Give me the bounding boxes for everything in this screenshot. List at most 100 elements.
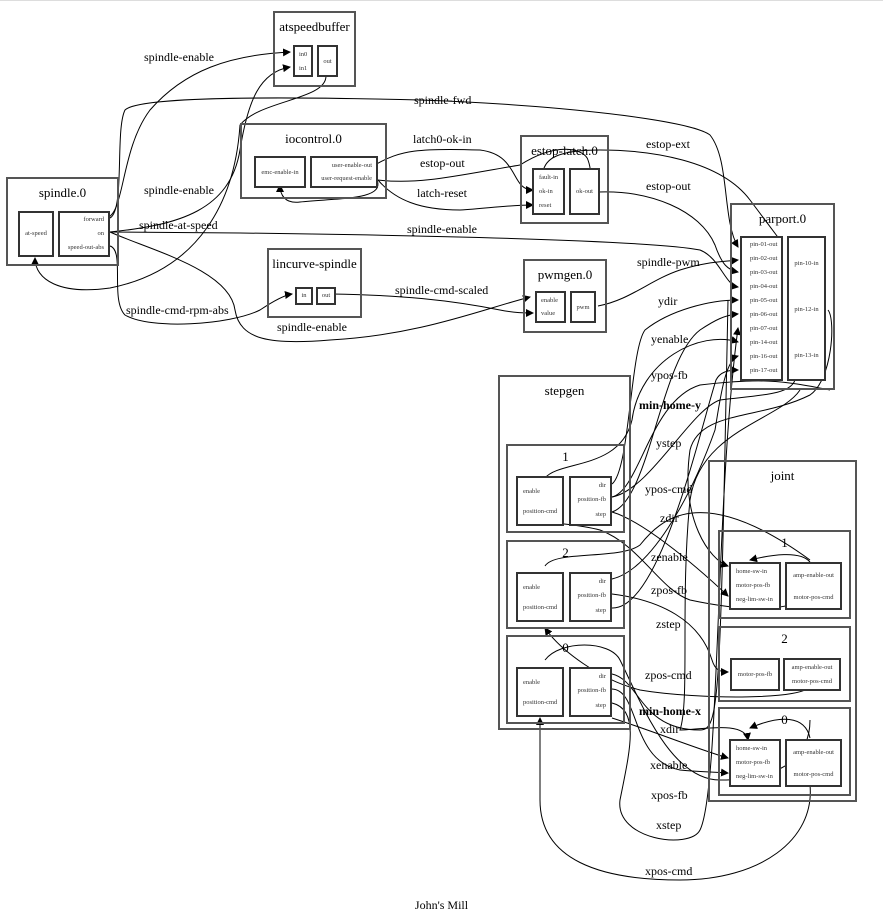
- inputs-node: emc-enable-in: [254, 156, 306, 188]
- pin-02-out[interactable]: pin-02-out: [750, 255, 778, 262]
- pin-06-out[interactable]: pin-06-out: [750, 311, 778, 318]
- pin-motor-pos-cmd[interactable]: motor-pos-cmd: [793, 771, 834, 778]
- edge-spindle-enable-pwm: [109, 231, 531, 343]
- pin-14-out[interactable]: pin-14-out: [750, 339, 778, 346]
- inputs-node: fault-in ok-in reset: [532, 168, 565, 215]
- pin-motor-pos-fb[interactable]: motor-pos-fb: [736, 759, 771, 766]
- inputs-node: in: [295, 287, 313, 305]
- pin-home-sw-in[interactable]: home-sw-in: [736, 568, 768, 575]
- pin-in[interactable]: in: [301, 292, 307, 299]
- pin-home-sw-in[interactable]: home-sw-in: [736, 745, 768, 752]
- pin-03-out[interactable]: pin-03-out: [750, 269, 778, 276]
- signal-label: xdir: [660, 722, 680, 736]
- component-estop-latch: estop-latch.0 fault-in ok-in reset ok-ou…: [520, 135, 609, 224]
- pin-emc-enable-in[interactable]: emc-enable-in: [261, 169, 299, 176]
- pin-pwm[interactable]: pwm: [576, 304, 590, 311]
- signal-label: ypos-cmd: [645, 482, 693, 496]
- outputs-node: user-enable-out user-request-enable: [310, 156, 378, 188]
- pin-motor-pos-fb[interactable]: motor-pos-fb: [736, 582, 771, 589]
- signal-label: xpos-fb: [651, 788, 688, 802]
- pin-amp-enable-out[interactable]: amp-enable-out: [793, 572, 834, 579]
- pin-enable[interactable]: enable: [523, 679, 540, 686]
- component-joint: joint 1 home-sw-in motor-pos-fb neg-lim-…: [708, 460, 857, 802]
- signal-label: zpos-cmd: [645, 668, 692, 682]
- pin-neg-lim-sw-in[interactable]: neg-lim-sw-in: [736, 773, 773, 780]
- pin-dir[interactable]: dir: [598, 482, 606, 489]
- edge-latch-reset: [377, 179, 534, 211]
- pin-out[interactable]: out: [321, 292, 331, 299]
- pin-enable[interactable]: enable: [541, 297, 558, 304]
- pin-motor-pos-cmd[interactable]: motor-pos-cmd: [793, 594, 834, 601]
- pin-amp-enable-out[interactable]: amp-enable-out: [791, 664, 833, 671]
- inputs-node: pin-01-out pin-02-out pin-03-out pin-04-…: [740, 236, 783, 381]
- pin-01-out[interactable]: pin-01-out: [750, 241, 778, 248]
- signal-label: ydir: [658, 294, 678, 308]
- channel-title: 0: [562, 640, 569, 655]
- pin-position-cmd[interactable]: position-cmd: [523, 604, 558, 611]
- outputs-node: out: [317, 45, 338, 77]
- pin-17-out[interactable]: pin-17-out: [750, 367, 778, 374]
- outputs-node: amp-enable-out motor-pos-cmd: [785, 739, 842, 787]
- edge-at-speed-out: [31, 75, 327, 291]
- pin-fault-in[interactable]: fault-in: [539, 174, 559, 181]
- component-title: pwmgen.0: [537, 267, 593, 282]
- edge-zstep: [611, 366, 739, 609]
- edge-ystep: [611, 310, 739, 513]
- pin-step[interactable]: step: [595, 511, 606, 518]
- edge-emc-enable: [276, 179, 379, 203]
- pin-on[interactable]: on: [97, 230, 105, 237]
- component-title: joint: [770, 468, 795, 483]
- pin-step[interactable]: step: [595, 607, 606, 614]
- pin-in0[interactable]: in0: [299, 51, 308, 58]
- outputs-node: dir position-fb step: [569, 667, 612, 717]
- pin-13-in[interactable]: pin-13-in: [794, 352, 819, 359]
- channel-title: 2: [562, 545, 569, 560]
- component-title: lincurve-spindle: [272, 256, 357, 271]
- edge-joint0-amp: [749, 718, 811, 739]
- pin-value[interactable]: value: [541, 310, 556, 317]
- pin-position-cmd[interactable]: position-cmd: [523, 508, 558, 515]
- pin-position-fb[interactable]: position-fb: [577, 687, 606, 694]
- pin-enable[interactable]: enable: [523, 584, 540, 591]
- pin-reset[interactable]: reset: [539, 202, 552, 209]
- component-atspeedbuffer: atspeedbuffer in0 in1 out: [273, 11, 356, 87]
- outputs-node: amp-enable-out motor-pos-cmd: [785, 562, 842, 610]
- pin-ok-in[interactable]: ok-in: [539, 188, 553, 195]
- outputs-node: forward on speed-out-abs: [58, 211, 110, 257]
- outputs-node: out: [316, 287, 336, 305]
- pin-step[interactable]: step: [595, 702, 606, 709]
- pin-amp-enable-out[interactable]: amp-enable-out: [793, 749, 834, 756]
- inputs-node: enable value: [535, 291, 566, 323]
- joint-channel-1: 1 home-sw-in motor-pos-fb neg-lim-sw-in …: [718, 530, 851, 619]
- pin-neg-lim-sw-in[interactable]: neg-lim-sw-in: [736, 596, 773, 603]
- inputs-node: home-sw-in motor-pos-fb neg-lim-sw-in: [729, 562, 781, 610]
- pin-user-request-enable[interactable]: user-request-enable: [321, 175, 372, 182]
- pin-dir[interactable]: dir: [598, 578, 606, 585]
- component-title: estop-latch.0: [531, 143, 598, 158]
- pin-forward[interactable]: forward: [83, 216, 104, 223]
- edge-spindle-at-speed: [109, 231, 739, 290]
- pin-enable[interactable]: enable: [523, 488, 540, 495]
- pin-user-enable-out[interactable]: user-enable-out: [331, 162, 372, 169]
- pin-out[interactable]: out: [323, 58, 332, 65]
- pin-05-out[interactable]: pin-05-out: [750, 297, 778, 304]
- pin-position-fb[interactable]: position-fb: [577, 592, 606, 599]
- pin-speed-out-abs[interactable]: speed-out-abs: [67, 244, 104, 251]
- pin-at-speed[interactable]: at-speed: [25, 230, 47, 237]
- pin-position-fb[interactable]: position-fb: [577, 496, 606, 503]
- signal-label: spindle-fwd: [414, 93, 472, 107]
- pin-10-in[interactable]: pin-10-in: [794, 260, 819, 267]
- component-spindle: spindle.0 at-speed forward on speed-out-…: [6, 177, 119, 266]
- edge-zpos-cmd: [544, 627, 811, 698]
- pin-motor-pos-cmd[interactable]: motor-pos-cmd: [792, 678, 832, 685]
- pin-dir[interactable]: dir: [598, 673, 606, 680]
- pin-04-out[interactable]: pin-04-out: [750, 283, 778, 290]
- signal-label: xpos-cmd: [645, 864, 693, 878]
- pin-ok-out[interactable]: ok-out: [576, 188, 593, 195]
- pin-16-out[interactable]: pin-16-out: [750, 353, 778, 360]
- pin-motor-pos-fb[interactable]: motor-pos-fb: [737, 671, 773, 678]
- pin-in1[interactable]: in1: [299, 65, 308, 72]
- pin-position-cmd[interactable]: position-cmd: [523, 699, 558, 706]
- pin-07-out[interactable]: pin-07-out: [750, 325, 778, 332]
- pin-12-in[interactable]: pin-12-in: [794, 306, 819, 313]
